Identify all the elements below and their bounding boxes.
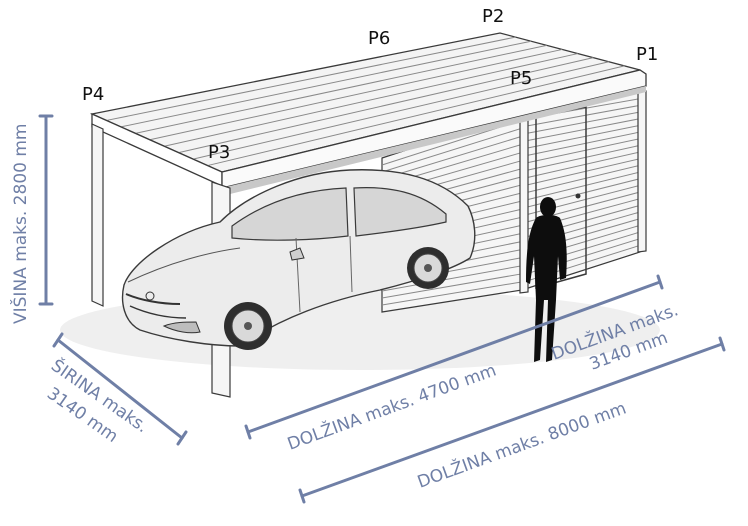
roof-rib xyxy=(135,44,547,134)
post-p4 xyxy=(91,123,104,307)
shed-slat xyxy=(521,111,641,135)
roof-rib xyxy=(120,40,532,128)
door-handle xyxy=(575,193,581,199)
roof xyxy=(89,32,647,196)
shed-slat xyxy=(521,131,641,157)
roof-rib xyxy=(207,65,625,167)
roof-ribs xyxy=(106,36,625,167)
car-logo xyxy=(145,291,155,301)
shed-slat xyxy=(381,135,523,180)
point-label-p5: P5 xyxy=(510,68,532,89)
roof-rib xyxy=(164,53,578,147)
length-8000-dim-line xyxy=(300,342,724,498)
width-dim-line xyxy=(56,338,184,440)
shed-slat xyxy=(521,144,641,172)
front-wheel xyxy=(224,302,272,350)
shed-slat xyxy=(521,104,641,128)
shed-slat xyxy=(521,164,641,195)
point-label-p1: P1 xyxy=(636,44,658,65)
point-label-p3: P3 xyxy=(208,142,230,163)
shed-slat xyxy=(381,273,523,299)
shed-slat xyxy=(521,171,641,202)
roof-rib xyxy=(192,61,610,160)
shed-slat xyxy=(521,118,641,143)
dimension-lines xyxy=(38,114,726,504)
rear-wheel xyxy=(407,247,449,289)
length-4700-dim-line xyxy=(246,280,662,434)
shed-slat xyxy=(381,265,523,292)
shed-slat xyxy=(521,138,641,165)
height-label: VIŠINA maks. 2800 mm xyxy=(9,124,31,324)
shed-slat xyxy=(381,281,523,306)
shed-slat xyxy=(521,124,641,150)
shed-slat xyxy=(521,151,641,180)
point-label-p6: P6 xyxy=(368,28,390,49)
shed-slat xyxy=(521,158,641,187)
car xyxy=(121,169,476,350)
person-silhouette xyxy=(526,197,567,362)
point-label-p2: P2 xyxy=(482,6,504,27)
roof-rib xyxy=(106,36,516,121)
shed-slat xyxy=(381,127,523,173)
roof-rib xyxy=(149,48,563,141)
point-label-p4: P4 xyxy=(82,84,104,105)
shed-front-slats xyxy=(521,98,641,284)
roof-rib xyxy=(178,57,594,154)
